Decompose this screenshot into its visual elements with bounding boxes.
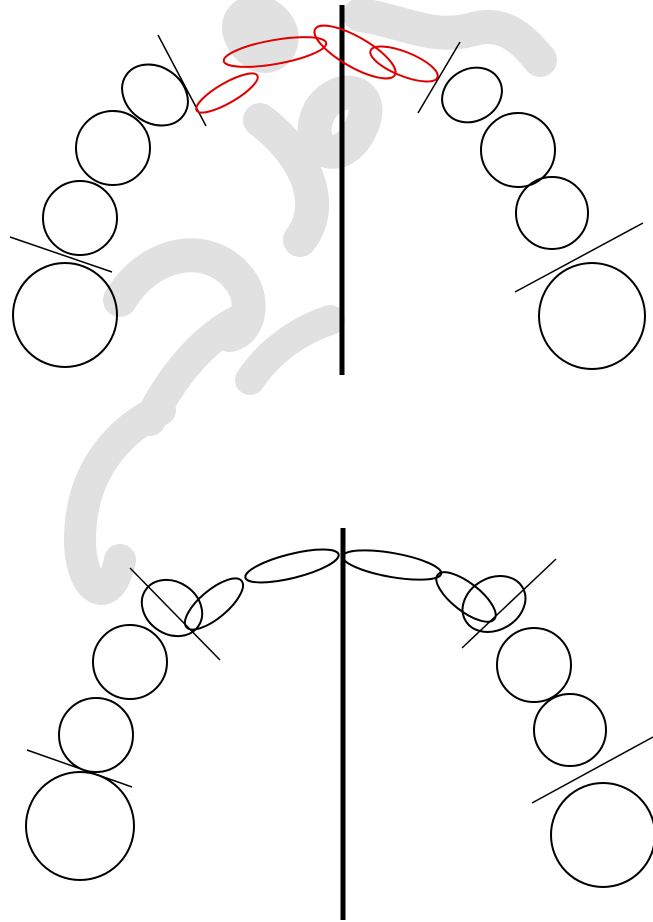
upper-right-molar-line — [10, 237, 112, 272]
lower-right-molar-line — [27, 750, 132, 787]
upper-left-molar-line — [515, 223, 643, 292]
upper-left-canine-line — [418, 42, 460, 113]
upper-left-first-premolar — [481, 113, 555, 187]
lower-right-second-premolar — [59, 698, 133, 772]
lower-left-first-premolar — [497, 628, 571, 702]
upper-right-first-premolar — [76, 111, 150, 185]
upper-right-second-premolar — [43, 181, 117, 255]
lower-right-canine — [131, 568, 213, 647]
upper-left-first-molar — [539, 263, 645, 369]
upper-left-second-premolar — [516, 177, 588, 249]
lower-left-canine — [452, 565, 535, 643]
upper-right-canine — [110, 52, 199, 138]
lower-left-second-premolar — [534, 694, 606, 766]
lower-right-first-molar — [26, 772, 134, 880]
lower-left-canine-line — [462, 559, 556, 648]
lower-left-first-molar — [551, 783, 653, 887]
lower-left-central-incisor — [341, 544, 444, 585]
upper-right-first-molar — [13, 263, 117, 367]
lower-right-first-premolar — [93, 625, 167, 699]
lower-right-central-incisor — [243, 543, 342, 590]
watermark-logo — [80, 14, 540, 589]
